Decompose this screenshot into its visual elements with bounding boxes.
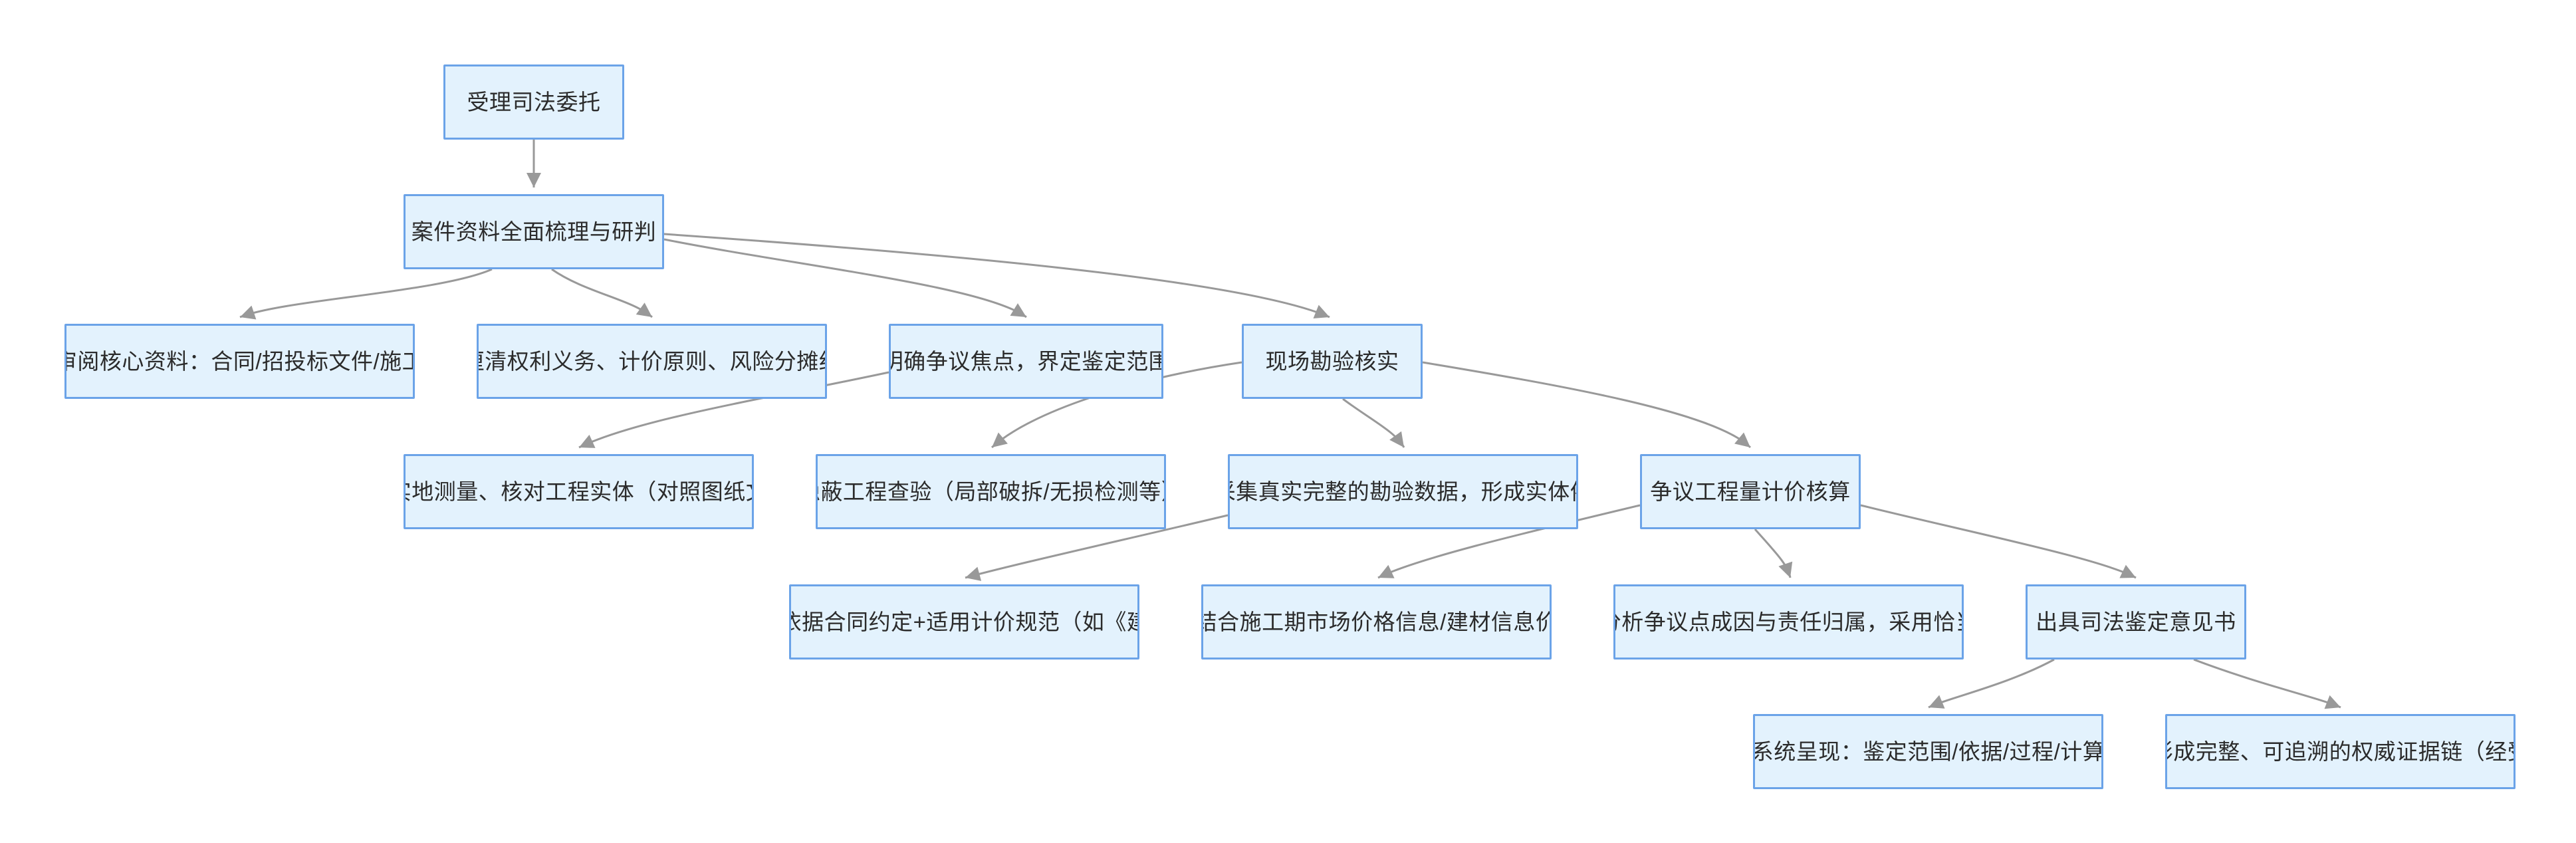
flow-node-label: 案件资料全面梳理与研判 [411, 219, 657, 244]
arrow-head-icon [1010, 303, 1026, 317]
arrow-head-icon [527, 173, 541, 187]
flow-node-label: 形成完整、可追溯的权威证据链（经受 [2165, 739, 2516, 764]
flow-node-label: 隐蔽工程查验（局部破拆/无损检测等） [816, 479, 1166, 504]
flow-node-label: 采集真实完整的勘验数据，形成实体依 [1228, 479, 1578, 504]
arrow-head-icon [240, 305, 257, 320]
flow-node-label: 受理司法委托 [467, 89, 601, 114]
arrow-head-icon [2119, 564, 2136, 578]
flow-node-n5[interactable]: 明确争议焦点，界定鉴定范围 [889, 324, 1163, 399]
flow-node-n12[interactable]: 结合施工期市场价格信息/建材信息价 [1201, 584, 1552, 660]
flow-node-n4[interactable]: 厘清权利义务、计价原则、风险分摊约 [477, 324, 827, 399]
flow-edge-n10-n13 [1754, 529, 1792, 578]
flow-edge-n2-n4 [551, 268, 653, 318]
flow-edge-n2-n5 [663, 238, 1027, 318]
flow-node-n10[interactable]: 争议工程量计价核算 [1640, 454, 1861, 529]
flow-node-label: 实地测量、核对工程实体（对照图纸文 [404, 479, 754, 504]
flow-node-label: 现场勘验核实 [1265, 348, 1399, 374]
flow-node-n13[interactable]: 分析争议点成因与责任归属，采用恰当 [1613, 584, 1964, 660]
flow-node-label: 审阅核心资料：合同/招投标文件/施工 [64, 348, 415, 374]
flow-edge-n6-n9 [1342, 398, 1405, 448]
flow-node-label: 依据合同约定+适用计价规范（如《建 [789, 609, 1139, 634]
flow-node-n8[interactable]: 隐蔽工程查验（局部破拆/无损检测等） [816, 454, 1166, 529]
flow-node-n6[interactable]: 现场勘验核实 [1242, 324, 1423, 399]
arrow-head-icon [1389, 431, 1404, 447]
flow-node-n2[interactable]: 案件资料全面梳理与研判 [404, 194, 664, 269]
arrow-head-icon [1378, 564, 1395, 578]
flow-edge-n2-n3 [239, 268, 493, 318]
flow-edge-n10-n14 [1860, 504, 2137, 579]
arrow-head-icon [636, 302, 652, 317]
flow-node-label: 争议工程量计价核算 [1650, 479, 1851, 504]
flow-node-n14[interactable]: 出具司法鉴定意见书 [2026, 584, 2246, 660]
flow-edge-n6-n10 [1422, 361, 1752, 449]
flow-node-n15[interactable]: 系统呈现：鉴定范围/依据/过程/计算 [1753, 714, 2103, 789]
flow-node-label: 结合施工期市场价格信息/建材信息价 [1201, 609, 1552, 634]
flow-node-n7[interactable]: 实地测量、核对工程实体（对照图纸文 [404, 454, 754, 529]
flow-node-label: 出具司法鉴定意见书 [2036, 609, 2236, 634]
flow-edge-n2-n6 [663, 233, 1330, 318]
flow-node-n11[interactable]: 依据合同约定+适用计价规范（如《建 [789, 584, 1139, 660]
arrow-head-icon [1734, 432, 1750, 447]
flow-edge-n14-n15 [1928, 658, 2055, 709]
flow-node-n1[interactable]: 受理司法委托 [443, 64, 624, 140]
arrow-head-icon [1778, 561, 1793, 578]
flow-node-n3[interactable]: 审阅核心资料：合同/招投标文件/施工 [64, 324, 415, 399]
flow-edge-n14-n16 [2193, 658, 2341, 709]
arrow-head-icon [579, 434, 596, 448]
flow-node-label: 分析争议点成因与责任归属，采用恰当 [1613, 609, 1964, 634]
arrow-head-icon [1929, 695, 1945, 709]
flow-node-label: 明确争议焦点，界定鉴定范围 [889, 348, 1163, 374]
flow-node-label: 厘清权利义务、计价原则、风险分摊约 [477, 348, 827, 374]
flow-node-n16[interactable]: 形成完整、可追溯的权威证据链（经受 [2165, 714, 2516, 789]
arrow-head-icon [992, 432, 1008, 447]
arrow-head-icon [2324, 695, 2341, 709]
flow-node-label: 系统呈现：鉴定范围/依据/过程/计算 [1753, 739, 2103, 764]
flow-node-n9[interactable]: 采集真实完整的勘验数据，形成实体依 [1228, 454, 1578, 529]
arrow-head-icon [965, 566, 982, 581]
arrow-head-icon [1313, 304, 1330, 318]
